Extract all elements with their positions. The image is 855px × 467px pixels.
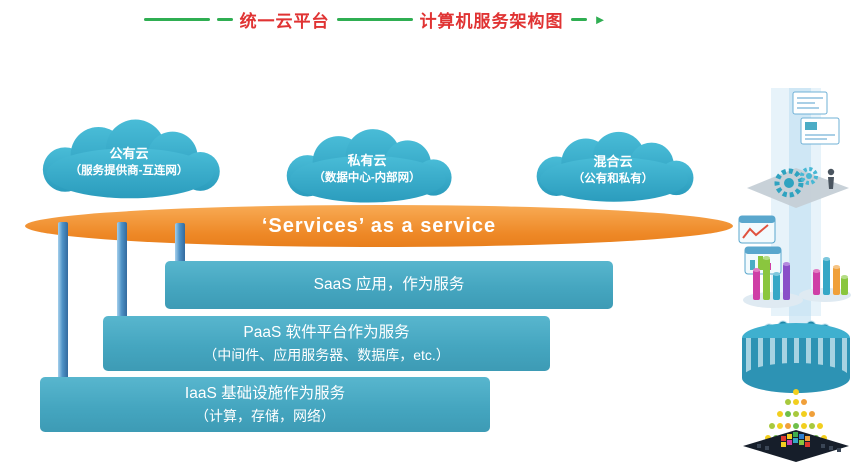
- cloud-public: 公有云 （服务提供商-互连网）: [25, 114, 233, 202]
- title-text-left: 统一云平台: [239, 11, 330, 31]
- layer-iaas: IaaS 基础设施作为服务 （计算，存储，网络）: [40, 377, 490, 432]
- cloud-hybrid-name: 混合云: [593, 153, 633, 169]
- title-dash-left: [216, 17, 233, 21]
- cloud-computing-stack-illustration: [738, 88, 851, 462]
- cloud-private-subtitle: （数据中心-内部网）: [313, 172, 421, 185]
- cloud-hybrid-subtitle: （公有和私有）: [572, 173, 654, 186]
- layer-iaas-title: IaaS 基础设施作为服务: [184, 384, 346, 402]
- cloud-private-name: 私有云: [347, 152, 387, 168]
- cloud-public-subtitle: （服务提供商-互连网）: [69, 165, 189, 178]
- pillar-to-iaas: [58, 222, 68, 385]
- cloud-private: 私有云 （数据中心-内部网）: [258, 124, 476, 206]
- title-line-middle: [336, 17, 413, 21]
- layer-saas: SaaS 应用，作为服务: [165, 261, 613, 309]
- layer-paas: PaaS 软件平台作为服务 （中间件、应用服务器、数据库，etc.）: [103, 316, 550, 371]
- layer-saas-title: SaaS 应用，作为服务: [313, 275, 465, 293]
- pillar-to-paas: [117, 222, 127, 324]
- layer-iaas-subtitle: （计算，存储，网络）: [195, 407, 335, 424]
- pillar-to-saas: [175, 223, 185, 269]
- diagram-title: 统一云平台 计算机服务架构图 ►: [0, 7, 750, 31]
- layer-paas-subtitle: （中间件、应用服务器、数据库，etc.）: [203, 346, 450, 363]
- cloud-public-name: 公有云: [109, 145, 149, 161]
- title-arrow-icon: ►: [593, 11, 607, 27]
- cloud-hybrid: 混合云 （公有和私有）: [502, 127, 724, 205]
- layer-paas-title: PaaS 软件平台作为服务: [243, 323, 410, 341]
- services-banner: ‘Services’ as a service: [25, 205, 733, 247]
- services-banner-text: ‘Services’ as a service: [261, 214, 497, 237]
- title-line-right: [570, 17, 587, 21]
- title-line-left: [143, 17, 210, 21]
- title-text-right: 计算机服务架构图: [419, 11, 564, 31]
